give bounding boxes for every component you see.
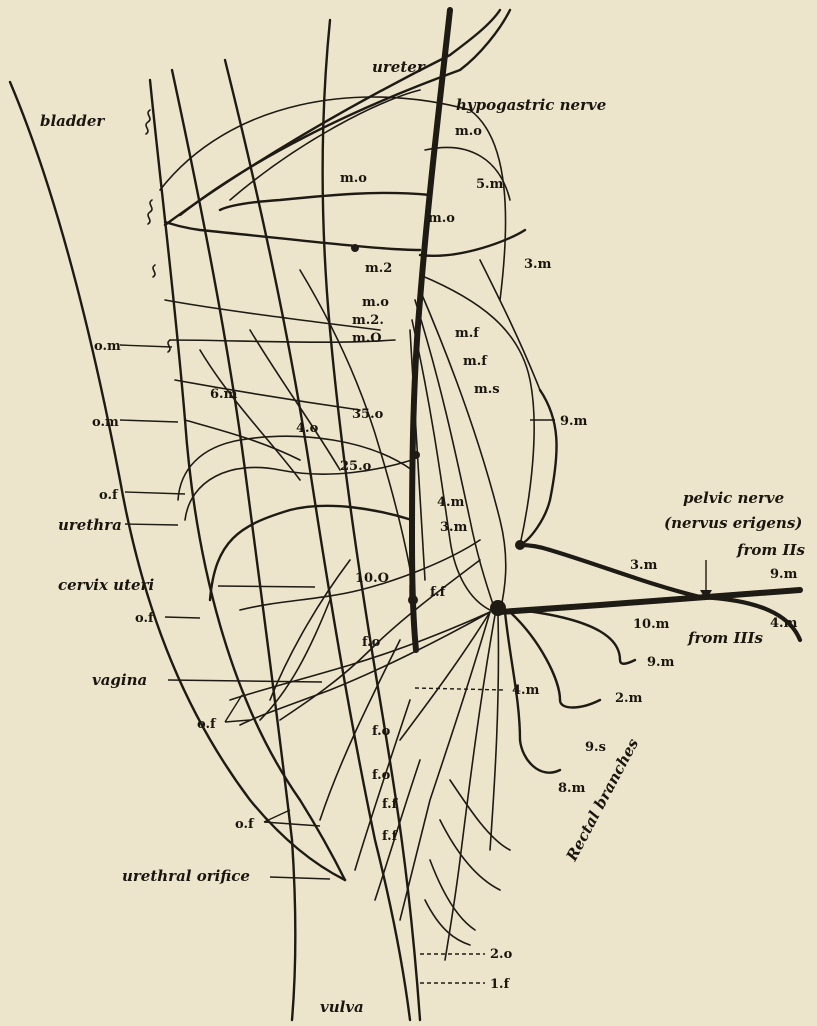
code-9m-a: 9.m: [560, 414, 588, 429]
code-4o: 4.o: [296, 421, 319, 436]
label-ureter: ureter: [372, 58, 426, 76]
ganglion-right: [515, 540, 525, 550]
code-10m: 10.m: [633, 617, 670, 632]
code-3m-c: 3.m: [630, 558, 658, 573]
rectum-wall: [323, 20, 421, 1020]
label-hypogastric-nerve: hypogastric nerve: [456, 96, 606, 114]
code-9m-c: 9.m: [647, 655, 675, 670]
code-fo-c: f.o: [372, 768, 391, 783]
code-4m-right: 4.m: [770, 616, 798, 631]
code-mo-c: m.o: [428, 211, 455, 226]
label-urethra: urethra: [58, 516, 122, 534]
code-of-c: o.f: [197, 717, 217, 732]
code-2m: 2.m: [615, 691, 643, 706]
code-fo-b: f.o: [372, 724, 391, 739]
code-mo-a: m.o: [455, 124, 482, 139]
code-8m: 8.m: [558, 781, 586, 796]
code-fo-a: f.o: [362, 635, 381, 650]
code-mo-b: m.o: [340, 171, 367, 186]
code-m2-a: m.2: [365, 261, 392, 276]
code-mf-a: m.f: [455, 326, 480, 341]
label-pelvic-nerve: pelvic nerve: [683, 489, 784, 507]
ureter-tube: [165, 10, 510, 225]
code-2o: 2.o: [490, 947, 513, 962]
code-3m-b: 3.m: [440, 520, 468, 535]
code-10o: 10.O: [355, 571, 389, 586]
label-nervus-erigens: (nervus erigens): [664, 514, 802, 532]
code-35o: 35.o: [352, 407, 384, 422]
label-cervix-uteri: cervix uteri: [58, 576, 154, 594]
pelvic-nerve-upper: [520, 545, 700, 597]
ganglion-upper: [351, 244, 359, 252]
code-ff-c: f.f: [382, 829, 399, 844]
code-9s: 9.s: [585, 740, 606, 755]
label-urethral-orifice: urethral orifice: [122, 867, 250, 885]
code-9m-b: 9.m: [770, 567, 798, 582]
code-m2-b: m.2.: [352, 313, 384, 328]
label-bladder: bladder: [40, 112, 105, 130]
code-4m-a: 4.m: [437, 495, 465, 510]
code-of-b: o.f: [135, 611, 155, 626]
code-mo-d: m.o: [362, 295, 389, 310]
left-body-contour: [10, 82, 345, 880]
hypogastric-nerve-trunk: [412, 10, 450, 650]
label-vulva: vulva: [320, 998, 364, 1016]
code-of-a: o.f: [99, 488, 119, 503]
code-6m: 6.m: [210, 387, 238, 402]
label-from-IIs: from IIs: [736, 541, 805, 559]
pelvic-nerve-trunk: [500, 590, 800, 612]
code-3m-a: 3.m: [524, 257, 552, 272]
code-ff-a: f.f: [430, 585, 447, 600]
code-ms: m.s: [474, 382, 500, 397]
code-25o: 25.o: [340, 459, 372, 474]
code-mf-b: m.f: [463, 354, 488, 369]
code-4m-b: 4.m: [512, 683, 540, 698]
label-from-IIIs: from IIIs: [687, 629, 764, 647]
code-mo-e: m.O: [352, 331, 382, 346]
code-5m: 5.m: [476, 177, 504, 192]
code-om-a: o.m: [94, 339, 121, 354]
code-1f: 1.f: [490, 977, 511, 992]
ganglion-mid: [412, 451, 420, 459]
ganglion-main: [490, 600, 506, 616]
code-om-b: o.m: [92, 415, 119, 430]
code-ff-b: f.f: [382, 797, 399, 812]
code-of-d: o.f: [235, 817, 255, 832]
label-vagina: vagina: [92, 671, 147, 689]
